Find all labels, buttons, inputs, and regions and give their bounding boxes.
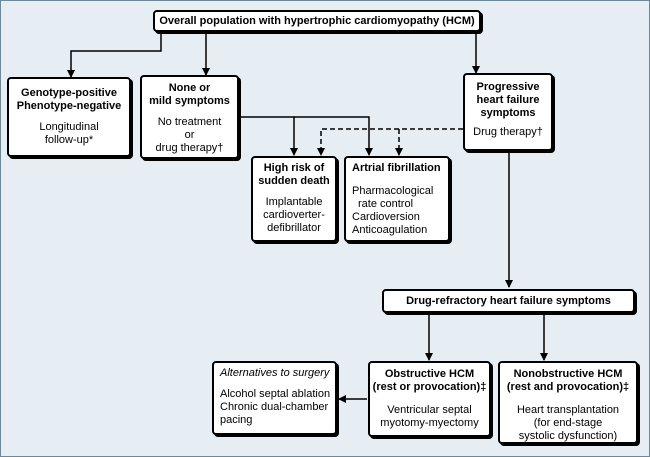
- node-sudden-death: High risk of sudden death Implantable ca…: [251, 156, 337, 242]
- node-overall-title: Overall population with hypertrophic car…: [159, 15, 475, 27]
- sudden-body-line: Implantable: [265, 196, 323, 208]
- nonobstructive-body-line: systolic dysfunction): [518, 430, 618, 442]
- dashed-progressive-to-sudden: [317, 128, 463, 156]
- mild-title-line: None or: [168, 82, 211, 94]
- progressive-title-line: symptoms: [480, 107, 536, 119]
- afib-body-line: Cardioversion: [352, 211, 420, 223]
- node-drug-refractory: Drug-refractory heart failure symptoms: [382, 289, 635, 313]
- sudden-title-line: High risk of: [263, 162, 325, 174]
- node-overall-population: Overall population with hypertrophic car…: [153, 10, 481, 32]
- mild-body-line: No treatment: [157, 116, 222, 128]
- progressive-title-line: Progressive: [476, 81, 540, 93]
- alternatives-body-line: Alcohol septal ablation: [220, 388, 331, 400]
- nonobstructive-body-line: Heart transplantation: [516, 404, 620, 416]
- obstructive-title-line: (rest or provocation)‡: [372, 381, 487, 393]
- genotype-title-line: Phenotype-negative: [16, 100, 122, 112]
- sudden-title-line: sudden death: [258, 175, 330, 187]
- genotype-title-line: Genotype-positive: [21, 87, 117, 99]
- sudden-body-line: cardioverter-: [263, 209, 325, 221]
- node-atrial-fibrillation: Artrial fibrillation Pharmacological rat…: [344, 156, 450, 242]
- obstructive-body-line: myotomy-myectomy: [380, 417, 479, 429]
- obstructive-body-line: Ventricular septal: [387, 404, 472, 416]
- nonobstructive-title-line: Nonobstructive HCM: [513, 368, 623, 380]
- progressive-body-line: Drug therapy†: [473, 126, 543, 138]
- sudden-body-line: defibrillator: [267, 222, 321, 234]
- nonobstructive-body-line: (for end-stage: [533, 417, 603, 429]
- obstructive-title-line: Obstructive HCM: [384, 368, 475, 380]
- node-mild-symptoms: None or mild symptoms No treatment or dr…: [140, 75, 239, 159]
- node-nonobstructive-hcm: Nonobstructive HCM (rest and provocation…: [498, 361, 638, 444]
- node-alternatives-to-surgery: Alternatives to surgery Alcohol septal a…: [212, 361, 337, 435]
- arrow-top-to-genotype: [67, 31, 162, 78]
- alternatives-body-line: pacing: [220, 414, 253, 426]
- afib-body-line: rate control: [358, 198, 414, 210]
- node-progressive-hf: Progressive heart failure symptoms Drug …: [463, 73, 553, 151]
- genotype-body-line: follow-up*: [44, 134, 94, 146]
- progressive-title-line: heart failure: [476, 94, 540, 106]
- nonobstructive-title-line: (rest and provocation)‡: [506, 381, 630, 393]
- alternatives-body-line: Chronic dual-chamber: [220, 401, 329, 413]
- afib-title-line: Artrial fibrillation: [352, 162, 441, 174]
- mild-body-line: drug therapy†: [155, 142, 224, 154]
- arrow-mild-to-sudden: [239, 116, 298, 156]
- arrow-mild-to-afib: [294, 116, 373, 156]
- afib-body-line: Anticoagulation: [352, 224, 428, 236]
- mild-body-line: or: [184, 129, 195, 141]
- genotype-body-line: Longitudinal: [39, 121, 99, 133]
- alternatives-title: Alternatives to surgery: [220, 367, 330, 379]
- node-genotype-positive: Genotype-positive Phenotype-negative Lon…: [7, 77, 131, 157]
- node-obstructive-hcm: Obstructive HCM (rest or provocation)‡ V…: [368, 361, 491, 437]
- afib-body-line: Pharmacological: [352, 185, 434, 197]
- refractory-title: Drug-refractory heart failure symptoms: [406, 295, 611, 307]
- mild-title-line: mild symptoms: [149, 95, 230, 107]
